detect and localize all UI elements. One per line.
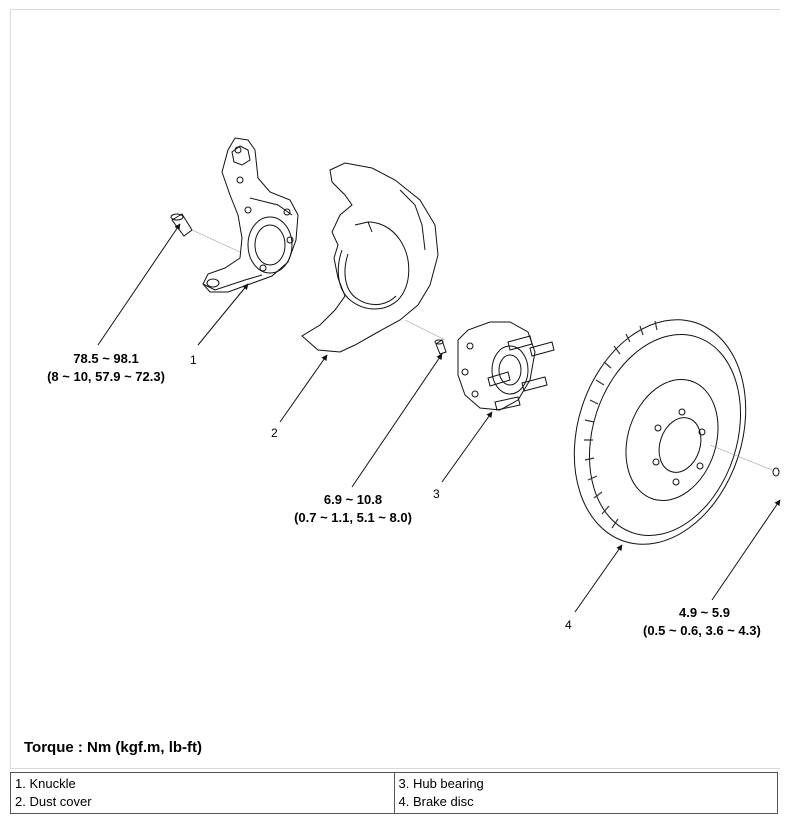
legend-cell-right: 3. Hub bearing 4. Brake disc [393, 772, 778, 814]
leader-disc-screw [711, 499, 781, 601]
torque-knuckle-bolt-alt: (8 ~ 10, 57.9 ~ 72.3) [47, 369, 165, 384]
legend-item-dust-cover: 2. Dust cover [15, 794, 92, 809]
dust-cover-bolt-drawing [434, 339, 447, 355]
knuckle-drawing [202, 137, 299, 293]
legend-item-brake-disc: 4. Brake disc [398, 794, 474, 809]
torque-dust-cover-bolt-alt: (0.7 ~ 1.1, 5.1 ~ 8.0) [294, 510, 412, 525]
parts-legend-table: 1. Knuckle 2. Dust cover 3. Hub bearing … [10, 772, 778, 814]
callout-2: 2 [271, 426, 278, 440]
wheel-studs [487, 335, 555, 411]
diagram-frame [10, 9, 780, 769]
leader-callout-4 [574, 544, 623, 613]
torque-disc-screw: 4.9 ~ 5.9 (0.5 ~ 0.6, 3.6 ~ 4.3) [643, 604, 783, 640]
leader-knuckle-bolt [97, 223, 181, 346]
torque-knuckle-bolt-nm: 78.5 ~ 98.1 [73, 351, 139, 366]
knuckle-bolt-drawing [170, 213, 241, 253]
torque-unit-note: Torque : Nm (kgf.m, lb-ft) [24, 739, 203, 756]
legend-item-hub-bearing: 3. Hub bearing [398, 776, 484, 791]
exploded-view-diagram [97, 137, 781, 613]
leader-dust-cover-bolt [351, 353, 443, 488]
hub-bearing-drawing [457, 321, 555, 411]
legend-row: 1. Knuckle 2. Dust cover 3. Hub bearing … [10, 772, 778, 814]
callout-1: 1 [190, 353, 197, 367]
leader-callout-2 [279, 354, 328, 423]
disc-screw-drawing [772, 467, 780, 477]
dust-cover-drawing [301, 162, 446, 353]
leader-callout-3 [441, 411, 493, 483]
torque-disc-screw-alt: (0.5 ~ 0.6, 3.6 ~ 4.3) [643, 623, 761, 638]
callout-4: 4 [565, 618, 572, 632]
torque-disc-screw-nm: 4.9 ~ 5.9 [679, 605, 730, 620]
torque-dust-cover-bolt: 6.9 ~ 10.8 (0.7 ~ 1.1, 5.1 ~ 8.0) [280, 491, 426, 527]
brake-disc-drawing [573, 319, 780, 545]
callout-3: 3 [433, 487, 440, 501]
legend-item-knuckle: 1. Knuckle [15, 776, 76, 791]
torque-knuckle-bolt: 78.5 ~ 98.1 (8 ~ 10, 57.9 ~ 72.3) [24, 350, 188, 386]
leader-callout-1 [197, 283, 249, 346]
legend-cell-left: 1. Knuckle 2. Dust cover [10, 772, 395, 814]
torque-dust-cover-bolt-nm: 6.9 ~ 10.8 [323, 492, 383, 507]
